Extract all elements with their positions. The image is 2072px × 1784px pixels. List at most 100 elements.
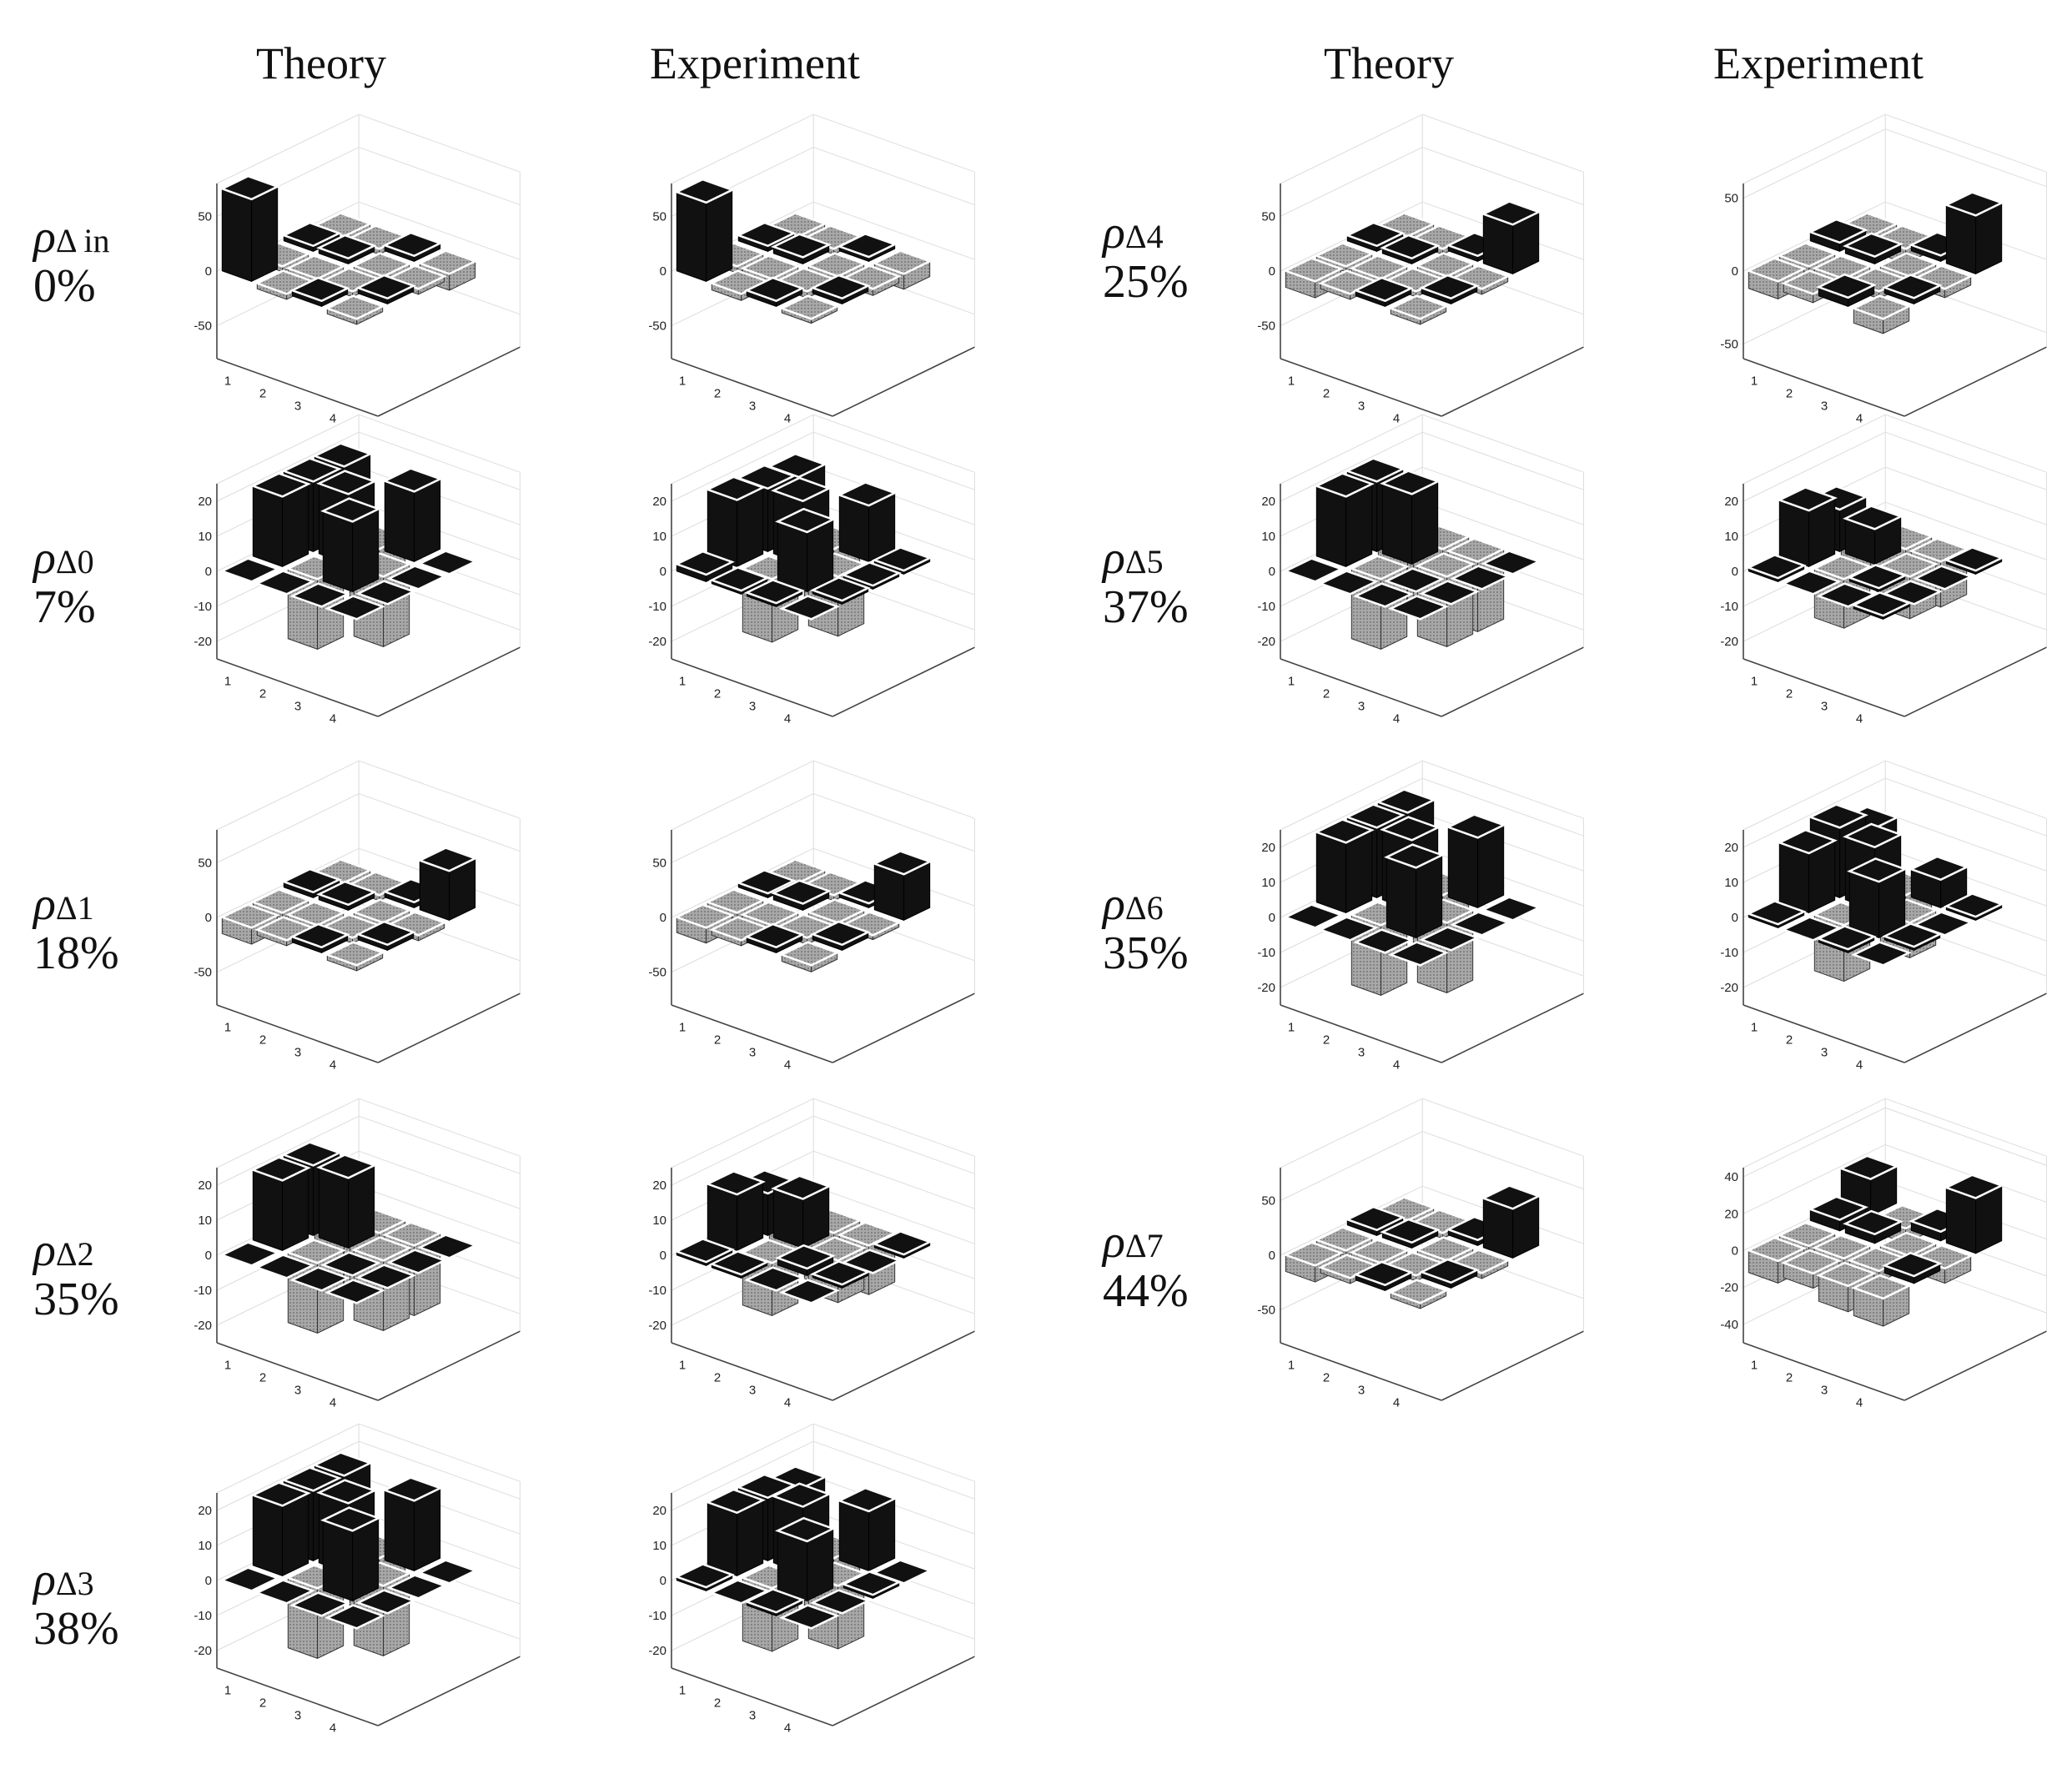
z-tick-label: 0 <box>660 565 666 579</box>
bar-3-1 <box>289 1266 350 1292</box>
column-axis <box>832 346 975 417</box>
z-tick-label: -10 <box>194 1284 212 1298</box>
row-tick-label: 2 <box>1786 1371 1793 1385</box>
z-tick-label: 0 <box>205 565 212 579</box>
column-axis <box>1441 346 1584 417</box>
row-tick-label: 4 <box>1856 1058 1863 1073</box>
z-tick-label: 20 <box>652 1504 666 1518</box>
bar-3-1 <box>289 1591 350 1617</box>
bar-4-1 <box>324 294 385 325</box>
bar-4-4 <box>417 550 478 575</box>
row-tick-label: 3 <box>1358 700 1365 714</box>
state-subscript: Δ1 <box>55 889 94 927</box>
row-tick-label: 2 <box>259 1033 266 1048</box>
bar-3-1 <box>744 1588 805 1616</box>
z-tick-label: -10 <box>648 1284 666 1298</box>
state-symbol: ρ <box>1103 1216 1125 1268</box>
row-tick-label: 4 <box>1856 1396 1863 1410</box>
z-tick-label: 50 <box>198 856 212 870</box>
state-symbol: ρ <box>1103 878 1125 930</box>
z-tick-label: 20 <box>1724 841 1738 855</box>
row-axis <box>216 1004 379 1063</box>
z-tick-label: 0 <box>205 264 212 279</box>
bar-3-2 <box>775 1516 836 1601</box>
z-tick-label: -20 <box>1720 1281 1738 1295</box>
row-tick-label: 1 <box>224 1021 231 1035</box>
bar-1-3 <box>281 221 342 252</box>
row-tick-label: 3 <box>294 1046 301 1060</box>
state-symbol: ρ <box>1103 207 1125 259</box>
bar-4-1 <box>779 595 840 621</box>
bar-3-1 <box>1353 582 1414 608</box>
state-subscript: Δ4 <box>1124 218 1164 255</box>
z-tick-label: 50 <box>198 209 212 224</box>
row-axis <box>671 658 833 717</box>
bar-4-2 <box>810 1260 871 1289</box>
state-symbol: ρ <box>33 211 56 263</box>
row-tick-label: 2 <box>259 1696 266 1711</box>
z-tick-label: 20 <box>652 495 666 509</box>
state-subscript: Δ6 <box>1124 889 1164 927</box>
z-tick-label: -20 <box>648 1644 666 1658</box>
row-tick-label: 3 <box>749 700 756 714</box>
bar-2-3 <box>771 879 832 911</box>
bar-2-1 <box>1318 916 1379 942</box>
z-tick-label: 20 <box>1724 1207 1738 1221</box>
row-tick-label: 3 <box>1358 1384 1365 1398</box>
z-tick-label: 20 <box>198 1504 212 1518</box>
column-axis <box>832 646 975 717</box>
bar-4-2 <box>810 274 871 304</box>
row-tick-label: 3 <box>294 400 301 414</box>
bar-4-1 <box>324 941 385 972</box>
bar-1-2 <box>1777 828 1838 913</box>
bar-4-3 <box>841 561 902 590</box>
bar-3-2 <box>1384 843 1445 938</box>
bar-1-2 <box>705 1488 766 1576</box>
column-axis <box>1441 993 1584 1063</box>
row-tick-label: 2 <box>259 387 266 401</box>
bar-2-3 <box>1380 234 1441 264</box>
bar-3-4 <box>837 233 898 262</box>
row-tick-label: 3 <box>749 1046 756 1060</box>
row-tick-label: 1 <box>224 1359 231 1373</box>
bar-3-1 <box>744 579 805 607</box>
bar-4-1 <box>779 294 840 324</box>
bar-2-3 <box>1843 232 1904 264</box>
bar-2-3 <box>316 1153 377 1249</box>
bar-4-4 <box>417 1559 478 1585</box>
row-axis <box>671 1342 833 1401</box>
row-tick-label: 2 <box>1323 1033 1330 1048</box>
z-tick-label: 0 <box>205 1574 212 1588</box>
row-tick-label: 1 <box>224 675 231 689</box>
state-subscript: Δ0 <box>55 543 94 580</box>
row-tick-label: 2 <box>714 1371 721 1385</box>
row-axis <box>1743 358 1905 417</box>
row-tick-label: 3 <box>294 1709 301 1723</box>
bar-2-3 <box>1380 470 1441 565</box>
bar-4-4 <box>1944 1173 2004 1254</box>
row-axis <box>216 658 379 717</box>
row-tick-label: 2 <box>714 1033 721 1048</box>
column-axis <box>1441 1330 1584 1401</box>
bar-3-1 <box>1353 928 1414 954</box>
z-tick-label: -10 <box>194 1609 212 1623</box>
row-tick-label: 4 <box>784 1721 791 1736</box>
row-tick-label: 2 <box>714 387 721 401</box>
z-tick-label: 20 <box>198 495 212 509</box>
row-tick-label: 3 <box>1358 1046 1365 1060</box>
